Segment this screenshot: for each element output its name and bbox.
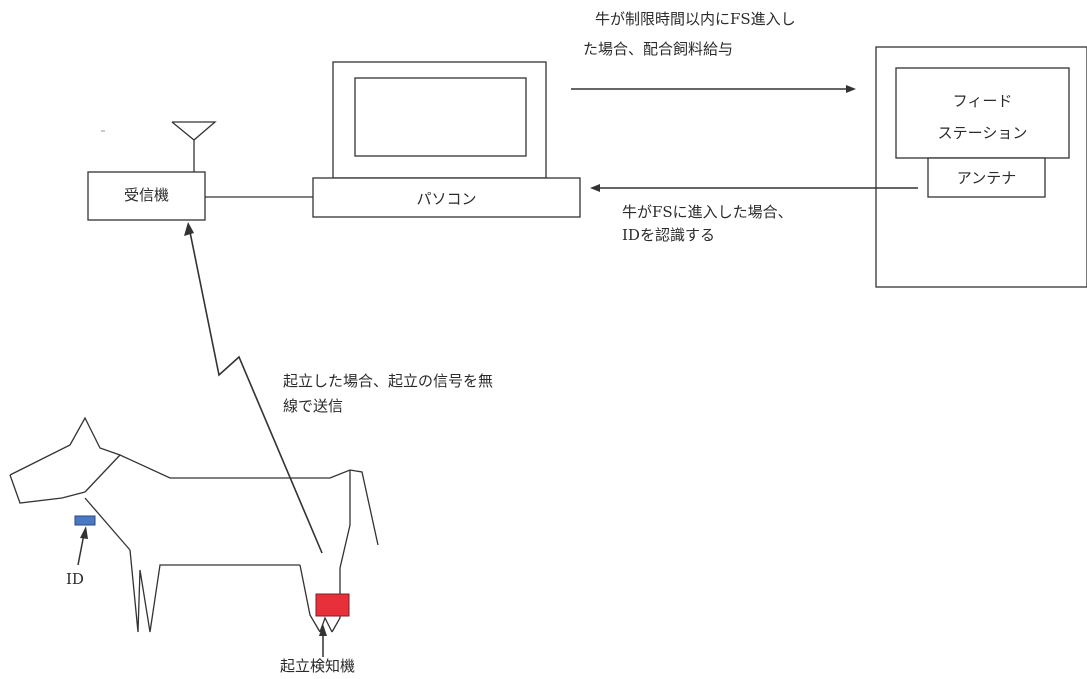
standing-detector-label: 起立検知機 — [280, 657, 356, 675]
pc-box — [312, 177, 581, 218]
sensor-to-receiver-label-line1: 起立した場合、起立の信号を無 — [283, 372, 494, 390]
feed-station-box — [895, 67, 1070, 159]
station-to-pc-label-line1: 牛がFSに進入した場合、 — [622, 203, 793, 221]
receiver-box — [87, 171, 206, 221]
id-tag-icon — [74, 515, 96, 526]
arrow-pc-to-station — [571, 85, 856, 93]
feed-station-frame — [875, 46, 1087, 288]
receiver-label: 受信機 — [123, 186, 169, 204]
wireless-signal-arrow — [184, 222, 323, 554]
station-to-pc-label-line2: IDを認識する — [622, 226, 715, 244]
feed-station-label-line1: フィード — [952, 92, 1013, 110]
pc-to-station-label-line2: た場合、配合飼料給与 — [583, 40, 734, 58]
receiver-antenna-icon — [171, 121, 217, 172]
pc-label: パソコン — [416, 190, 477, 208]
sensor-to-receiver-label-line2: 線で送信 — [283, 397, 344, 415]
standing-detector-icon — [315, 593, 350, 617]
arrow-station-to-pc — [590, 184, 918, 192]
antenna-label: アンテナ — [956, 169, 1017, 187]
pc-monitor-icon — [332, 61, 547, 179]
id-tag-label: ID — [66, 570, 84, 588]
antenna-box — [927, 157, 1046, 198]
feed-station-label-line2: ステーション — [937, 124, 1028, 142]
id-callout-arrow — [77, 526, 88, 566]
pc-to-station-label-line1: 牛が制限時間以内にFS進入し — [595, 10, 796, 28]
cow-figure — [9, 416, 379, 633]
detector-callout-arrow — [319, 624, 327, 657]
